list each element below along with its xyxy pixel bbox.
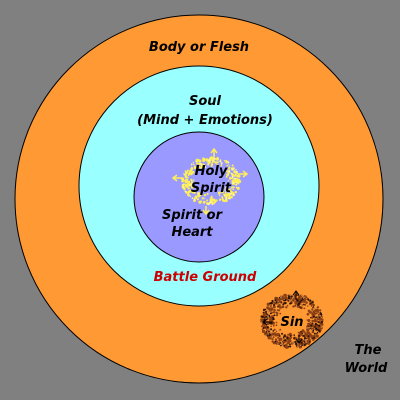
body-label: Body or Flesh [149,40,249,55]
holy-spirit-label-line2: Spirit [191,181,232,196]
holy-spirit-label-line1: Holy [195,164,228,179]
holy-spirit-glow [171,147,249,216]
sin-label: Sin [280,315,303,330]
spirit-label-line1: Spirit or [162,208,224,223]
world-label-line2: World [345,361,388,376]
battle-ground-label: Battle Ground [154,270,257,285]
sin-blotch [260,290,324,349]
soul-label: Soul [189,94,222,109]
spirit-label-line2: Heart [171,225,213,240]
world-label-line1: The [355,343,382,358]
soul-sublabel: (Mind + Emotions) [137,113,273,128]
